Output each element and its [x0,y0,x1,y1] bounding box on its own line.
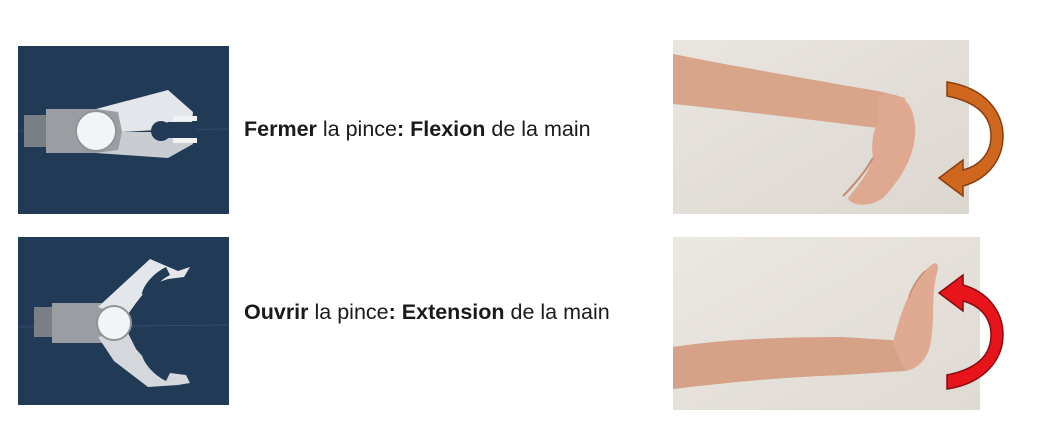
extension-arrow [937,273,1004,390]
action-close: Fermer [244,117,317,141]
movement-flexion: Flexion [410,117,486,141]
curved-arrow-down [935,78,1007,203]
flexion-arrow [937,81,1004,198]
gripper-upper-jaw [96,90,193,132]
movement-extension: Extension [401,300,505,324]
caption-close: Fermer la pince: Flexion de la main [244,117,591,142]
gripper-lower-jaw [96,132,193,158]
separator: : [397,117,411,141]
movement-extension-rest: de la main [504,300,610,324]
hand-extended [893,263,939,371]
caption-open: Ouvrir la pince: Extension de la main [244,300,610,325]
hand-flexed [848,94,916,205]
forearm [673,337,905,389]
wrist-flexion-photo [673,40,969,214]
wrist-extension-photo [673,237,980,410]
action-open-rest: la pince [308,300,389,324]
gripper-shaft [34,307,56,337]
movement-flexion-rest: de la main [485,117,591,141]
gripper-closed-image [18,46,229,214]
separator: : [388,300,402,324]
gripper-pivot [96,305,132,341]
curved-arrow-up [935,273,1007,398]
forearm [673,54,905,132]
action-open: Ouvrir [244,300,309,324]
gripper-pivot [75,110,117,152]
gripper-open-image [18,237,229,405]
action-close-rest: la pince [316,117,397,141]
gripper-shaft [24,115,50,147]
